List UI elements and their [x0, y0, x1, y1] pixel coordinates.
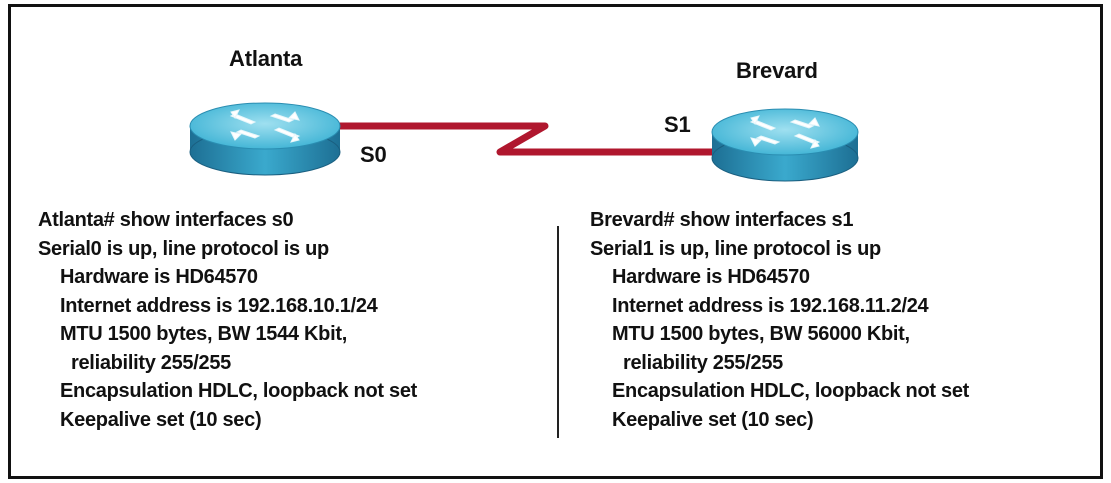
cli-line: Serial0 is up, line protocol is up	[38, 237, 329, 260]
serial-link	[336, 122, 716, 156]
brevard-interface-output: Brevard# show interfaces s1 Serial1 is u…	[590, 206, 969, 434]
column-divider	[557, 226, 559, 438]
cli-line: reliability 255/255	[71, 351, 231, 374]
cli-line: Serial1 is up, line protocol is up	[590, 237, 881, 260]
cli-line: MTU 1500 bytes, BW 1544 Kbit,	[60, 323, 347, 345]
cli-line: Internet address is 192.168.10.1/24	[60, 294, 378, 317]
cli-line: Encapsulation HDLC, loopback not set	[612, 380, 970, 402]
cli-line: Hardware is HD64570	[60, 266, 258, 288]
cli-line: Hardware is HD64570	[612, 266, 810, 288]
atlanta-router-name: Atlanta	[229, 46, 303, 71]
atlanta-port-label: S0	[360, 142, 387, 167]
atlanta-interface-output: Atlanta# show interfaces s0 Serial0 is u…	[38, 206, 417, 434]
brevard-port-label: S1	[664, 112, 691, 137]
cli-line: Keepalive set (10 sec)	[60, 408, 262, 431]
cli-line: Atlanta# show interfaces s0	[38, 209, 294, 231]
atlanta-router-icon	[189, 102, 341, 176]
cli-line: reliability 255/255	[623, 351, 783, 374]
cli-line: Brevard# show interfaces s1	[590, 209, 854, 231]
cli-line: Keepalive set (10 sec)	[612, 408, 814, 431]
cli-line: Encapsulation HDLC, loopback not set	[60, 380, 418, 402]
brevard-router-name: Brevard	[736, 58, 818, 83]
brevard-router-icon	[711, 108, 859, 182]
cli-line: Internet address is 192.168.11.2/24	[612, 294, 929, 317]
diagram-frame	[8, 4, 1103, 479]
cli-line: MTU 1500 bytes, BW 56000 Kbit,	[612, 323, 910, 345]
